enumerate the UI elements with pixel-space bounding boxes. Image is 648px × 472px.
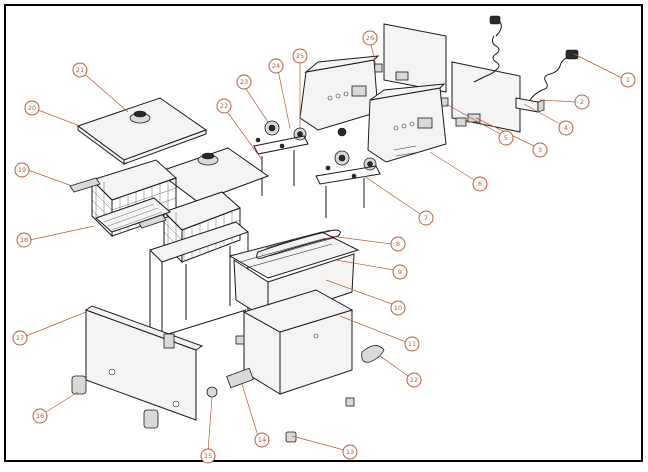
control-box-left — [299, 55, 380, 137]
callout-label: 11 — [408, 340, 416, 348]
callout-label: 7 — [424, 214, 428, 222]
drain-valve — [206, 367, 254, 398]
element-bracket-right — [315, 165, 381, 218]
cabinet-frame-left — [149, 221, 249, 337]
feet — [71, 335, 355, 443]
callout-label: 23 — [240, 78, 248, 86]
callout-label: 19 — [18, 166, 26, 174]
callout-label: 14 — [258, 436, 266, 444]
callout-label: 22 — [220, 102, 228, 110]
callout-19: 19 — [14, 162, 30, 178]
callout-25: 25 — [292, 48, 308, 64]
callout-7: 7 — [418, 210, 434, 226]
callout-label: 21 — [76, 66, 84, 74]
callout-label: 18 — [20, 236, 28, 244]
control-box-right — [367, 83, 447, 163]
side-block — [163, 333, 175, 349]
callout-20: 20 — [24, 100, 40, 116]
callout-label: 16 — [36, 412, 44, 420]
callout-23: 23 — [236, 74, 252, 90]
callout-15: 15 — [200, 448, 216, 464]
callout-5: 5 — [498, 130, 514, 146]
lid-left — [76, 97, 208, 165]
callout-12: 12 — [406, 372, 422, 388]
power-cord-upper — [473, 15, 502, 83]
callout-24: 24 — [268, 58, 284, 74]
callout-2: 2 — [574, 94, 590, 110]
front-panel — [84, 305, 204, 421]
callout-label: 26 — [366, 34, 374, 42]
callout-4: 4 — [558, 120, 574, 136]
callout-8: 8 — [390, 236, 406, 252]
callout-13: 13 — [342, 444, 358, 460]
back-panel-left — [383, 23, 447, 93]
callout-label: 9 — [398, 268, 402, 276]
callout-label: 10 — [394, 304, 402, 312]
callout-3: 3 — [532, 142, 548, 158]
lid-right — [156, 147, 270, 203]
handle — [361, 345, 385, 363]
callout-label: 8 — [396, 240, 400, 248]
cabinet-right — [242, 289, 354, 395]
callout-1: 1 — [620, 72, 636, 88]
callout-label: 25 — [296, 52, 304, 60]
callout-label: 3 — [538, 146, 542, 154]
callout-label: 17 — [16, 334, 24, 342]
callout-label: 5 — [504, 134, 508, 142]
callout-label: 15 — [204, 452, 212, 460]
callout-9: 9 — [392, 264, 408, 280]
callout-10: 10 — [390, 300, 406, 316]
callout-11: 11 — [404, 336, 420, 352]
callout-label: 1 — [626, 76, 630, 84]
basket-support-left — [95, 197, 171, 233]
callout-16: 16 — [32, 408, 48, 424]
callout-label: 4 — [564, 124, 568, 132]
heating-element — [256, 229, 341, 259]
callout-17: 17 — [12, 330, 28, 346]
leader-lines — [25, 39, 623, 453]
callout-22: 22 — [216, 98, 232, 114]
callout-label: 6 — [478, 180, 482, 188]
callout-21: 21 — [72, 62, 88, 78]
callout-label: 12 — [410, 376, 418, 384]
power-cord-lower — [529, 49, 579, 101]
callout-label: 20 — [28, 104, 36, 112]
thermostat-knobs-right — [325, 150, 377, 179]
callout-label: 13 — [346, 448, 354, 456]
callout-14: 14 — [254, 432, 270, 448]
callout-18: 18 — [16, 232, 32, 248]
callout-6: 6 — [472, 176, 488, 192]
callout-label: 2 — [580, 98, 584, 106]
callout-26: 26 — [362, 30, 378, 46]
callout-label: 24 — [272, 62, 280, 70]
drawing-frame — [4, 4, 643, 462]
